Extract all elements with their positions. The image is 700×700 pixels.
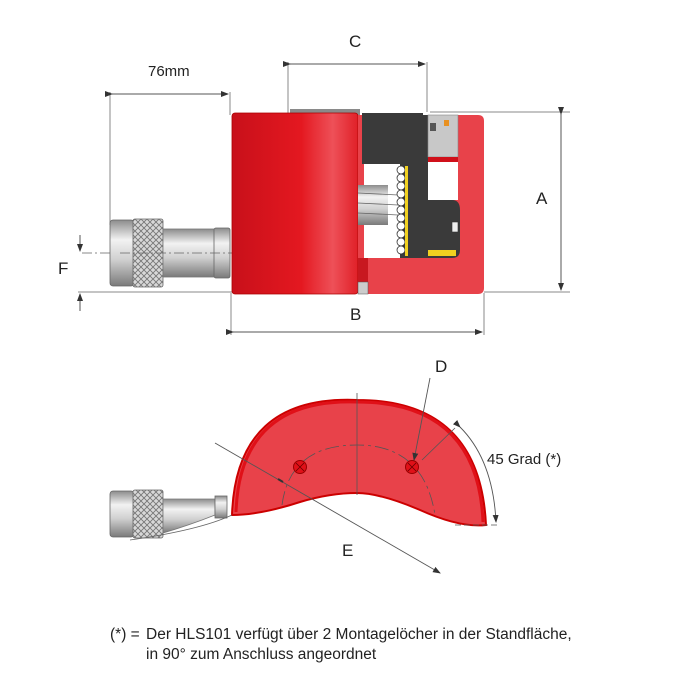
top-coupler — [109, 489, 228, 539]
hydraulic-coupler — [109, 218, 260, 288]
top-view — [109, 377, 500, 574]
dimension-b — [226, 293, 485, 335]
dimension-c — [283, 61, 428, 113]
footnote-line-1: Der HLS101 verfügt über 2 Montagelöcher … — [146, 626, 572, 643]
label-45-grad: 45 Grad (*) — [487, 451, 562, 468]
label-a: A — [536, 189, 548, 208]
label-d: D — [435, 357, 448, 376]
dimension-d-leader — [412, 377, 431, 461]
angle-45-arc — [452, 419, 499, 523]
cylinder-body — [231, 109, 484, 295]
footnote: (*) = Der HLS101 verfügt über 2 Montagel… — [110, 625, 572, 665]
mounting-hole-right — [405, 460, 419, 474]
label-c: C — [349, 32, 362, 51]
label-e: E — [342, 541, 354, 560]
footnote-line-2: in 90° zum Anschluss angeordnet — [146, 646, 377, 663]
dimension-e-line — [214, 442, 441, 574]
dimension-76mm — [105, 91, 231, 225]
label-b: B — [350, 305, 362, 324]
label-76mm: 76mm — [148, 63, 190, 80]
label-f: F — [58, 259, 69, 278]
footnote-marker: (*) = — [110, 626, 140, 643]
dimension-a — [430, 107, 570, 293]
mounting-hole-left — [293, 460, 307, 474]
side-view — [77, 61, 570, 335]
